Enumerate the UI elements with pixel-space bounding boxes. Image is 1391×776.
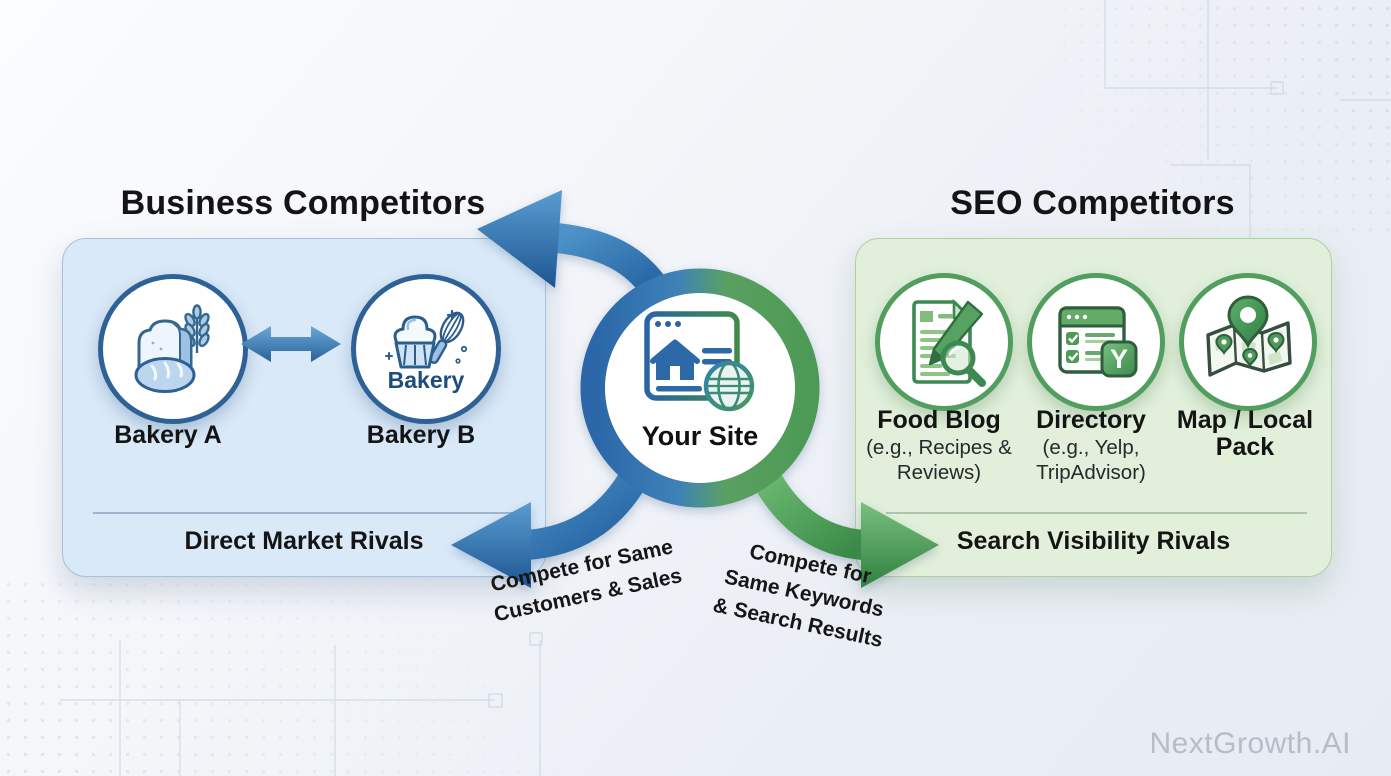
right-box-divider bbox=[886, 512, 1307, 514]
seo-competitors-box: Y bbox=[855, 238, 1332, 577]
food-blog-subtitle: (e.g., Recipes & Reviews) bbox=[866, 436, 1012, 484]
business-competitors-title: Business Competitors bbox=[120, 184, 486, 222]
seo-competitors-title: SEO Competitors bbox=[950, 184, 1235, 222]
food-blog-circle bbox=[875, 273, 1013, 411]
cupcake-whisk-icon bbox=[385, 309, 468, 368]
bakery-b-circle: Bakery bbox=[351, 274, 501, 424]
rivalry-double-arrow-icon bbox=[241, 326, 341, 362]
bakery-a-label: Bakery A bbox=[114, 421, 222, 449]
bread-wheat-icon bbox=[134, 304, 210, 393]
directory-title: Directory bbox=[1036, 406, 1146, 434]
bakery-b-label: Bakery B bbox=[366, 421, 476, 449]
your-site-label: Your Site bbox=[641, 421, 759, 451]
food-blog-title: Food Blog bbox=[877, 406, 1001, 434]
direct-market-rivals-label: Direct Market Rivals bbox=[184, 527, 424, 555]
directory-circle: Y bbox=[1027, 273, 1165, 411]
map-pins-icon bbox=[1206, 295, 1292, 377]
arrow-shaft-to-business-title bbox=[555, 223, 673, 305]
nextgrowth-watermark: NextGrowth.AI bbox=[1149, 727, 1351, 760]
browser-globe-icon bbox=[644, 311, 755, 412]
checklist-yelp-icon: Y bbox=[1058, 306, 1138, 378]
arrow-shaft-to-search-visibility bbox=[750, 466, 865, 560]
search-visibility-rivals-label: Search Visibility Rivals bbox=[956, 527, 1231, 555]
map-local-pack-circle bbox=[1179, 273, 1317, 411]
svg-text:Y: Y bbox=[1110, 344, 1128, 374]
map-local-pack-title: Map / Local Pack bbox=[1176, 406, 1314, 461]
bakery-b-caption: Bakery bbox=[387, 366, 465, 393]
bakery-a-circle bbox=[98, 274, 248, 424]
business-competitors-box: Bakery Bakery A Bakery B Direct Market R… bbox=[62, 238, 546, 577]
blog-pen-magnifier-icon bbox=[912, 298, 986, 387]
left-box-divider bbox=[93, 512, 514, 514]
directory-subtitle: (e.g., Yelp, TripAdvisor) bbox=[1036, 436, 1146, 484]
